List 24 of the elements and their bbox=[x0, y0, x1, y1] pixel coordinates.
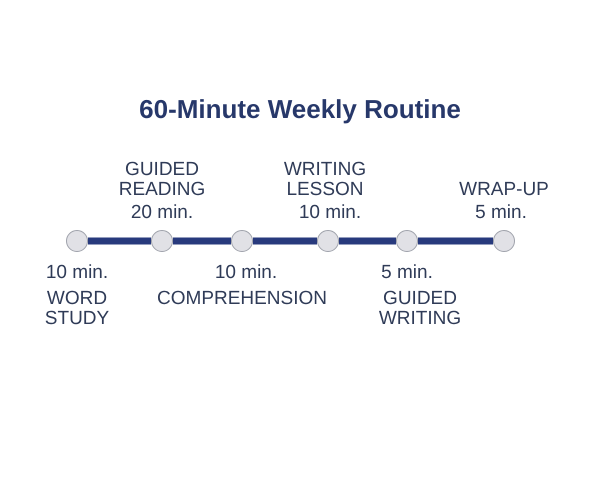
timeline-segment bbox=[253, 238, 317, 244]
step-name: WORD STUDY bbox=[44, 289, 110, 329]
timeline-dot bbox=[317, 230, 339, 252]
duration-label: 10 min. bbox=[214, 263, 278, 283]
duration-label: 10 min. bbox=[46, 263, 108, 283]
duration-label: 5 min. bbox=[381, 263, 433, 283]
timeline-segment bbox=[88, 238, 151, 244]
timeline-segment bbox=[339, 238, 396, 244]
timeline-dot bbox=[396, 230, 418, 252]
timeline-dot bbox=[231, 230, 253, 252]
timeline-segment bbox=[173, 238, 231, 244]
timeline-dot bbox=[493, 230, 515, 252]
timeline-dot bbox=[151, 230, 173, 252]
duration-label: 20 min. bbox=[130, 203, 194, 223]
step-name: COMPREHENSION bbox=[157, 289, 327, 309]
timeline-segment bbox=[418, 238, 493, 244]
step-name: WRAP-UP bbox=[459, 180, 549, 200]
step-name: GUIDED WRITING bbox=[378, 289, 462, 329]
duration-label: 5 min. bbox=[475, 203, 527, 223]
step-name: GUIDED READING bbox=[118, 160, 206, 200]
diagram-title: 60-Minute Weekly Routine bbox=[139, 94, 461, 124]
timeline-dot bbox=[66, 230, 88, 252]
step-name: WRITING LESSON bbox=[284, 160, 366, 200]
duration-label: 10 min. bbox=[298, 203, 362, 223]
